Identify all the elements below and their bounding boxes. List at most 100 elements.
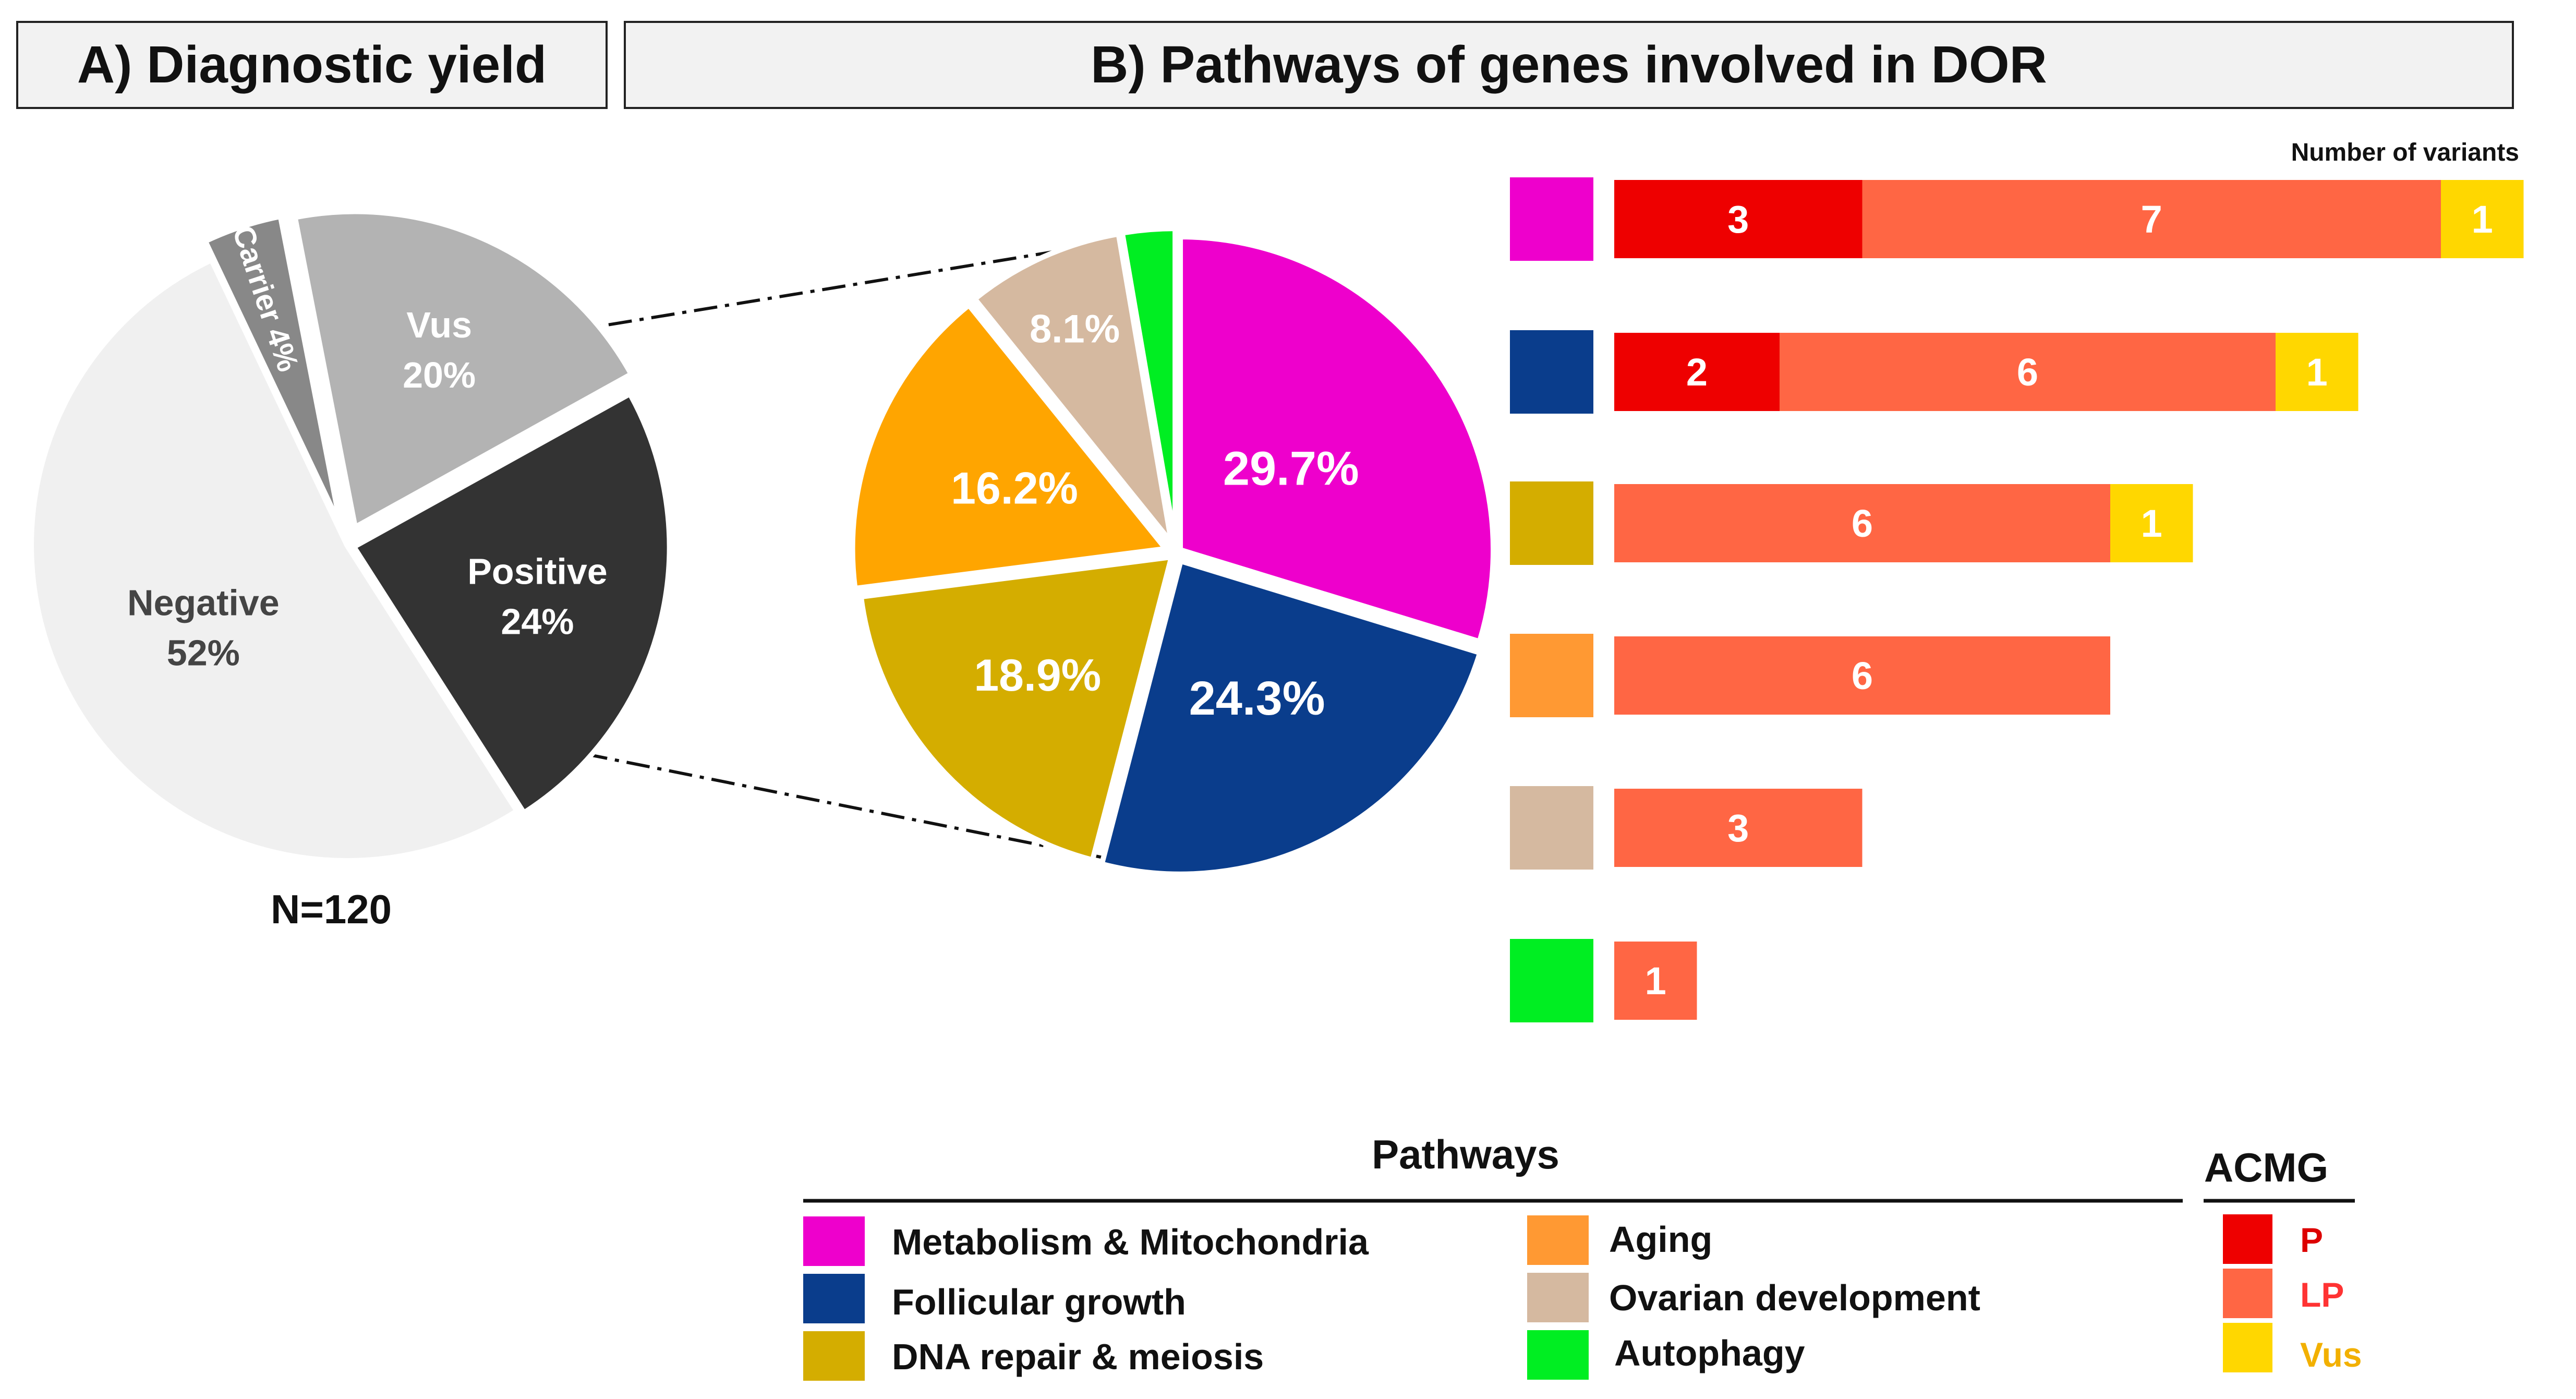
bar-segment-lp xyxy=(1780,333,2276,411)
pie-b-slice-dna-repair-meiosis: 18.9% xyxy=(858,554,1175,863)
pie-b-slice-metabolism-mitochondria: 29.7% xyxy=(1178,234,1496,645)
bar-segment-label-vus: 1 xyxy=(2306,351,2328,394)
panel-b-title: B) Pathways of genes involved in DOR xyxy=(1091,35,2047,94)
pie-a-wedge-negative xyxy=(29,256,521,864)
pie-a-value-positive: 24% xyxy=(501,601,574,642)
bar-segment-label-lp: 6 xyxy=(1852,502,1873,545)
pie-b-wedge-follicular-growth xyxy=(1098,558,1483,877)
connector-line-bottom xyxy=(584,752,1132,865)
panel-b-header-box xyxy=(624,21,2514,109)
pie-b-wedge-metabolism-mitochondria xyxy=(1178,234,1496,645)
bar-segment-lp xyxy=(1614,636,2110,715)
pie-b-value-aging: 16.2% xyxy=(951,464,1078,514)
pie-a-wedge-positive xyxy=(350,390,672,817)
acmg-swatch-vus xyxy=(2223,1323,2272,1372)
legend-label-autophagy: Autophagy xyxy=(1614,1333,1805,1373)
pie-b-value-ovarian-development: 8.1% xyxy=(1030,307,1120,352)
pie-b-wedge-dna-repair-meiosis xyxy=(858,554,1175,863)
bar-row-metabolism-mitochondria: 3 7 1 xyxy=(1510,177,2524,261)
bar-segment-lp xyxy=(1614,484,2110,562)
bar-segment-vus xyxy=(2441,180,2524,258)
legend-swatch-dna-repair xyxy=(803,1331,865,1381)
pie-a-value-negative: 52% xyxy=(167,633,240,673)
bar-category-swatch-aging xyxy=(1510,634,1593,717)
pie-b-slice-autophagy xyxy=(1119,226,1178,542)
bar-row-ovarian-development: 3 xyxy=(1510,786,1863,870)
legend-swatch-follicular xyxy=(803,1274,865,1323)
bar-segment-lp xyxy=(1862,180,2441,258)
bar-segment-label-lp: 6 xyxy=(2017,351,2038,394)
pathways-legend-title: Pathways xyxy=(1372,1131,1559,1177)
bar-segment-p xyxy=(1614,180,1863,258)
pie-b-value-dna-repair-meiosis: 18.9% xyxy=(974,650,1101,701)
bar-segment-label-vus: 1 xyxy=(2472,198,2493,241)
connector-lines xyxy=(565,240,1132,865)
legend-swatch-ovarian xyxy=(1527,1273,1589,1322)
pie-a-label-positive: Positive xyxy=(467,551,607,592)
bar-category-swatch-ovarian-development xyxy=(1510,786,1593,870)
bar-segment-label-p: 3 xyxy=(1727,198,1749,241)
pie-a-label-negative: Negative xyxy=(127,583,280,623)
pie-b-wedge-autophagy xyxy=(1119,226,1178,542)
legend-label-follicular: Follicular growth xyxy=(892,1282,1186,1322)
bar-row-aging: 6 xyxy=(1510,634,2110,717)
legend-label-metabolism: Metabolism & Mitochondria xyxy=(892,1222,1369,1262)
acmg-legend: ACMG P LP Vus xyxy=(2204,1144,2362,1374)
pie-a-slice-positive: Positive 24% xyxy=(350,390,672,817)
bar-segment-label-lp: 1 xyxy=(1645,959,1666,1003)
acmg-label-lp: LP xyxy=(2300,1275,2344,1314)
pie-a-label-vus: Vus xyxy=(406,305,472,345)
pie-b-wedge-ovarian-development xyxy=(971,231,1176,552)
legend-swatch-aging xyxy=(1527,1215,1589,1265)
pie-b-value-follicular-growth: 24.3% xyxy=(1189,672,1325,725)
pie-a-total-label: N=120 xyxy=(271,886,392,932)
bar-row-follicular-growth: 2 6 1 xyxy=(1510,330,2359,414)
acmg-label-vus: Vus xyxy=(2300,1335,2362,1374)
acmg-swatch-lp xyxy=(2223,1269,2272,1318)
bar-category-swatch-follicular-growth xyxy=(1510,330,1593,414)
panel-a-title: A) Diagnostic yield xyxy=(77,35,547,94)
bar-segment-vus xyxy=(2110,484,2193,562)
connector-line-top xyxy=(565,240,1117,333)
bar-segment-label-lp: 3 xyxy=(1727,806,1749,850)
pie-b-slice-aging: 16.2% xyxy=(850,301,1171,592)
pie-b-slice-follicular-growth: 24.3% xyxy=(1098,558,1483,877)
panel-a-header-box xyxy=(16,21,608,109)
acmg-swatch-p xyxy=(2223,1214,2272,1264)
pathways-pie: 29.7% 24.3% 18.9% 16.2% 8.1% xyxy=(850,226,1496,877)
pie-a-wedge-carrier xyxy=(201,213,344,528)
pie-b-wedge-aging xyxy=(850,301,1171,592)
acmg-label-p: P xyxy=(2300,1221,2323,1259)
pathways-legend: Pathways Metabolism & Mitochondria Folli… xyxy=(803,1131,2183,1381)
legend-swatch-metabolism xyxy=(803,1216,865,1266)
bar-segment-p xyxy=(1614,333,1780,411)
pie-a-wedge-vus xyxy=(292,209,635,532)
pie-a-slice-vus: Vus 20% xyxy=(292,209,635,532)
legend-label-ovarian: Ovarian development xyxy=(1609,1277,1980,1318)
pie-a-value-vus: 20% xyxy=(403,355,476,395)
bar-segment-label-lp: 6 xyxy=(1852,654,1873,697)
bar-chart-title: Number of variants xyxy=(2291,139,2519,166)
bar-category-swatch-metabolism-mitochondria xyxy=(1510,177,1593,261)
legend-label-dna-repair: DNA repair & meiosis xyxy=(892,1336,1264,1377)
acmg-legend-title: ACMG xyxy=(2204,1144,2328,1190)
bar-category-swatch-dna-repair-meiosis xyxy=(1510,481,1593,565)
bar-segment-lp xyxy=(1614,942,1697,1020)
bar-category-swatch-autophagy xyxy=(1510,939,1593,1022)
legend-swatch-autophagy xyxy=(1527,1330,1589,1380)
bar-segment-label-vus: 1 xyxy=(2141,502,2162,545)
pie-b-slice-ovarian-development: 8.1% xyxy=(971,231,1176,552)
bar-segment-label-p: 2 xyxy=(1686,351,1708,394)
pie-a-slice-negative: Negative 52% xyxy=(29,256,521,864)
bar-segment-label-lp: 7 xyxy=(2141,198,2162,241)
bar-segment-vus xyxy=(2276,333,2359,411)
pie-b-value-metabolism-mitochondria: 29.7% xyxy=(1223,442,1359,495)
legend-label-aging: Aging xyxy=(1609,1219,1712,1260)
bar-segment-lp xyxy=(1614,789,1863,867)
bar-row-autophagy: 1 xyxy=(1510,939,1697,1022)
